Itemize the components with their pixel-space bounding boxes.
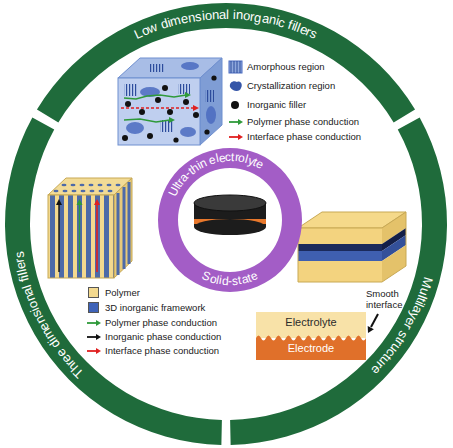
shape [231,101,239,109]
shape [240,61,241,73]
legend-icon [228,130,244,144]
electrode-layer: Electrode [256,333,366,360]
legend-icon [86,330,102,344]
shape [234,61,235,73]
electrolyte-disk [194,195,266,235]
legend-icon [228,79,244,93]
legend-text: Inorganic filler [247,99,306,111]
ring-shape [158,148,302,292]
shape [96,348,101,354]
legend-swatch [88,287,99,298]
legend-swatch [88,302,99,313]
band-title: Three dimensional fillers [12,251,87,381]
multilayer-slab [298,212,406,282]
shape [87,336,97,338]
legend-text: Interface phase conduction [105,345,219,357]
legend-text: Polymer phase conduction [105,317,217,329]
shape [229,61,242,73]
shape [87,350,97,352]
electrode-fill [256,336,366,361]
ring-fill [158,148,302,292]
shape [230,81,242,91]
callout-label: Smooth interface [366,288,408,310]
legend-text: Polymer phase conduction [247,116,359,128]
layer-label: Electrode [288,342,334,355]
glyph: n [212,8,220,23]
legend-text: Inorganic phase conduction [105,331,221,343]
legend-text: 3D inorganic framework [105,302,205,314]
glyph: e [218,151,226,166]
ring-text: Ultra-thin electrolyte [166,151,265,199]
shape [238,119,243,125]
framework-block [48,178,132,278]
layer-label: Electrolyte [285,316,336,329]
glyph: o [204,9,212,24]
shape [238,134,243,140]
electrolyte-layer: Electrolyte [256,312,366,338]
legend-icon [228,98,244,112]
glyph: c [225,151,231,165]
leader-arrow [368,314,378,333]
glyph [229,8,233,23]
legend-icon [228,115,244,129]
shape [87,322,97,324]
ring-text: Solid-state [200,269,260,289]
glyph: l [226,8,229,23]
legend-text: Polymer [105,287,140,299]
glyph: d [221,275,229,289]
shape [231,61,232,73]
legend-text: Amorphous region [247,61,325,73]
legend-text: Crystallization region [247,80,335,92]
legend-icon [86,316,102,330]
shape [237,61,238,73]
glyph: n [235,8,243,23]
shape [229,136,239,138]
shape [229,121,239,123]
segment-fill [5,118,222,445]
filler-cube [118,58,222,145]
shape [96,320,101,326]
legend-icon [86,344,102,358]
segment-fill [37,3,415,122]
band-title: Low dimensional inorganic fillers [132,8,319,43]
glyph: a [219,8,226,23]
center-ring: Ultra-thin electrolyteSolid-state [158,148,302,292]
legend-icon [228,60,244,74]
legend-text: Interface phase conduction [247,131,361,143]
shape [96,334,101,340]
